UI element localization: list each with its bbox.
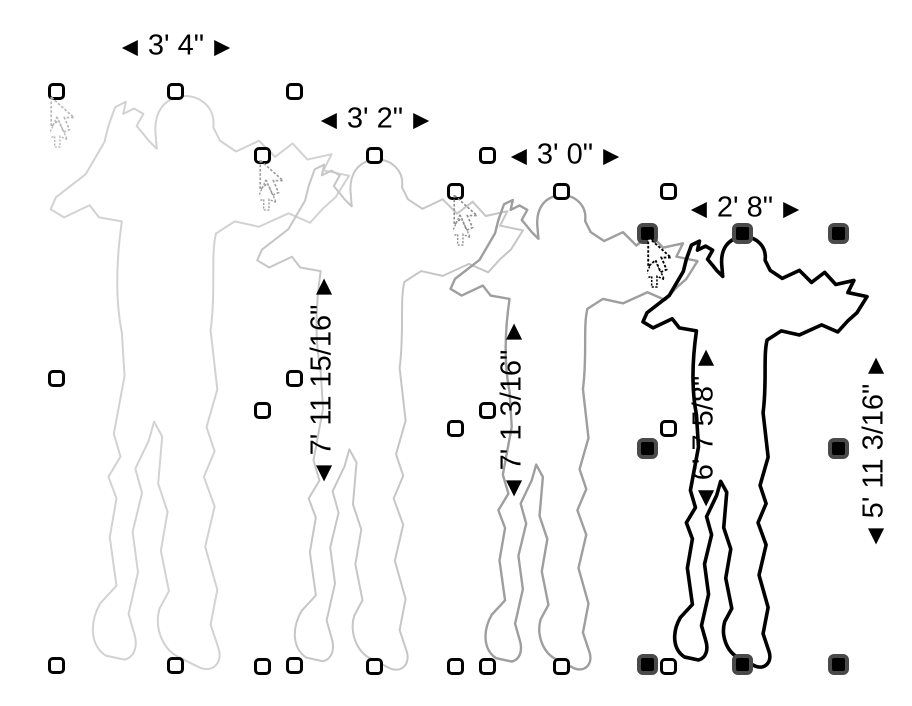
- down-arrow-icon: ◀: [692, 490, 717, 507]
- selection-handle-person-shape-1[interactable]: [285, 656, 303, 674]
- dimension-value: 3' 4": [147, 29, 205, 62]
- selection-handle-person-shape-2[interactable]: [478, 146, 496, 164]
- selection-handle-person-shape-2[interactable]: [478, 402, 496, 419]
- selection-handle-person-shape-3[interactable]: [659, 657, 677, 675]
- person-shape-1-outline[interactable]: [49, 94, 351, 671]
- selection-handle-person-shape-2[interactable]: [366, 657, 383, 675]
- selection-handle-person-shape-4[interactable]: [827, 653, 849, 675]
- width-dimension-label-2: ◀ 3' 2" ▶: [320, 102, 430, 135]
- selection-handle-person-shape-1[interactable]: [47, 656, 65, 674]
- right-arrow-icon: ▶: [214, 34, 231, 59]
- up-arrow-icon: ▶: [500, 323, 525, 340]
- selection-handle-person-shape-1[interactable]: [47, 369, 65, 387]
- selection-handle-person-shape-1[interactable]: [285, 82, 303, 100]
- height-dimension-label-1: ◀ 7' 11 15/16" ▶: [305, 278, 338, 482]
- selection-handle-person-shape-3[interactable]: [446, 420, 464, 437]
- up-arrow-icon: ▶: [310, 278, 335, 295]
- down-arrow-icon: ◀: [862, 528, 887, 545]
- selection-handle-person-shape-4[interactable]: [636, 222, 658, 244]
- left-arrow-icon: ◀: [510, 143, 527, 168]
- width-dimension-label-1: ◀ 3' 4" ▶: [121, 29, 231, 62]
- selection-handle-person-shape-3[interactable]: [659, 420, 677, 437]
- selection-handle-person-shape-1[interactable]: [47, 82, 65, 100]
- dimension-value: 3' 2": [346, 102, 404, 135]
- down-arrow-icon: ◀: [310, 465, 335, 482]
- selection-handle-person-shape-4[interactable]: [827, 222, 849, 244]
- selection-handle-person-shape-1[interactable]: [166, 82, 184, 100]
- selection-handle-person-shape-2[interactable]: [478, 657, 496, 675]
- selection-handle-person-shape-2[interactable]: [253, 146, 271, 164]
- width-dimension-label-4: ◀ 2' 8" ▶: [690, 191, 800, 224]
- up-arrow-icon: ▶: [692, 349, 717, 366]
- right-arrow-icon: ▶: [603, 143, 620, 168]
- left-arrow-icon: ◀: [320, 107, 337, 132]
- dimension-value: 5' 11 3/16": [857, 383, 890, 519]
- up-arrow-icon: ▶: [862, 357, 887, 374]
- dimension-value: 3' 0": [536, 138, 594, 171]
- dimension-value: 2' 8": [716, 191, 774, 224]
- selection-handle-person-shape-4[interactable]: [827, 438, 849, 459]
- selection-handle-person-shape-2[interactable]: [253, 657, 271, 675]
- selection-handle-person-shape-4[interactable]: [636, 653, 658, 675]
- selection-handle-person-shape-2[interactable]: [253, 402, 271, 419]
- down-arrow-icon: ◀: [500, 480, 525, 497]
- selection-handle-person-shape-4[interactable]: [732, 653, 753, 675]
- width-dimension-label-3: ◀ 3' 0" ▶: [510, 138, 620, 171]
- left-arrow-icon: ◀: [121, 34, 138, 59]
- selection-handle-person-shape-2[interactable]: [366, 146, 383, 164]
- selection-handle-person-shape-3[interactable]: [446, 657, 464, 675]
- dimension-value: 7' 1 3/16": [495, 349, 528, 471]
- dimension-value: 6' 7 5/8": [687, 375, 720, 481]
- height-dimension-label-3: ◀ 6' 7 5/8" ▶: [687, 349, 720, 507]
- selection-handle-person-shape-3[interactable]: [446, 182, 464, 200]
- dimension-value: 7' 11 15/16": [305, 304, 338, 456]
- selection-handle-person-shape-4[interactable]: [636, 438, 658, 459]
- selection-handle-person-shape-3[interactable]: [659, 182, 677, 200]
- height-dimension-label-2: ◀ 7' 1 3/16" ▶: [495, 323, 528, 497]
- left-arrow-icon: ◀: [690, 196, 707, 221]
- selection-handle-person-shape-1[interactable]: [285, 369, 303, 387]
- selection-handle-person-shape-3[interactable]: [553, 182, 570, 200]
- selection-handle-person-shape-3[interactable]: [553, 657, 570, 675]
- right-arrow-icon: ▶: [783, 196, 800, 221]
- selection-handle-person-shape-4[interactable]: [732, 222, 753, 244]
- selection-handle-person-shape-1[interactable]: [166, 656, 184, 674]
- right-arrow-icon: ▶: [413, 107, 430, 132]
- height-dimension-label-4: ◀ 5' 11 3/16" ▶: [857, 357, 890, 545]
